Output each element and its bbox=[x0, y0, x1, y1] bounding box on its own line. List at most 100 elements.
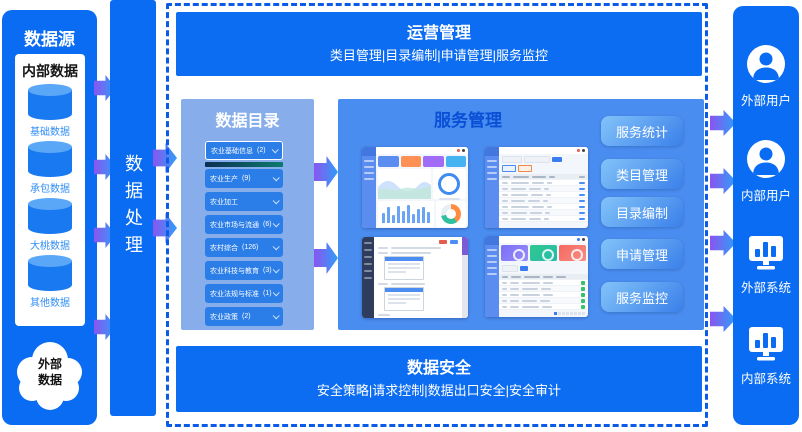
category-management-button[interactable]: 类目管理 bbox=[601, 159, 683, 189]
operation-management-title: 运营管理 bbox=[406, 25, 471, 42]
consumer-label: 内部用户 bbox=[740, 189, 791, 204]
chevron-down-icon bbox=[272, 243, 280, 251]
catalog-item[interactable]: 农业加工 bbox=[205, 192, 283, 211]
database-item: 大桃数据 bbox=[15, 198, 85, 252]
catalog-item[interactable]: 农业政策 (2) bbox=[205, 307, 283, 326]
data-catalog-title: 数据目录 bbox=[215, 113, 280, 130]
system-monitor-icon bbox=[748, 235, 783, 270]
dashboard-screenshot bbox=[362, 147, 468, 228]
database-cylinder-icon bbox=[28, 255, 72, 291]
data-processing-column: 数据处理 bbox=[110, 0, 156, 416]
catalog-item[interactable]: 农业基础信息 (2) bbox=[205, 141, 283, 160]
table-screenshot bbox=[485, 147, 588, 228]
catalog-item-label: 农业基础信息 bbox=[211, 147, 253, 155]
catalog-item[interactable]: 农业市场与流通 (6) bbox=[205, 215, 283, 234]
data-source-title: 数据源 bbox=[24, 30, 75, 49]
service-button-label: 类目管理 bbox=[615, 167, 668, 183]
chevron-down-icon bbox=[272, 197, 280, 205]
service-management-title: 服务管理 bbox=[434, 111, 502, 130]
catalog-item[interactable]: 农业法规与标准 (1) bbox=[205, 284, 283, 303]
chevron-down-icon bbox=[272, 220, 280, 228]
service-management-panel: 服务管理 bbox=[338, 99, 704, 330]
screenshot-sidebar bbox=[362, 237, 374, 318]
database-item: 基础数据 bbox=[15, 84, 85, 138]
catalog-item-count: (126) bbox=[242, 244, 259, 251]
service-stats-button[interactable]: 服务统计 bbox=[601, 116, 683, 146]
chevron-down-icon bbox=[272, 174, 280, 182]
user-icon bbox=[746, 140, 785, 179]
catalog-item-label: 农业政策 bbox=[210, 313, 238, 321]
screenshot-sidebar bbox=[485, 236, 499, 317]
catalog-item-label: 农业科技与教育 bbox=[210, 267, 259, 275]
consumer-item: 外部系统 bbox=[741, 235, 791, 296]
database-label: 大桃数据 bbox=[30, 241, 70, 252]
cloud-icon bbox=[17, 342, 82, 410]
gauge-ring bbox=[432, 169, 466, 200]
form-screenshot bbox=[362, 237, 468, 318]
catalog-item-count: (2) bbox=[257, 147, 266, 154]
system-monitor-icon bbox=[748, 326, 783, 361]
screenshot-sidebar bbox=[362, 147, 376, 228]
catalog-list: 农业基础信息 (2) 农业生产 (9) 农业加工 农业市场与流通 (6) bbox=[205, 141, 283, 330]
screenshot-sidebar bbox=[485, 147, 499, 228]
wave-chart bbox=[378, 169, 431, 199]
operation-management-bar: 运营管理 类目管理|目录编制|申请管理|服务监控 bbox=[176, 12, 702, 76]
service-monitor-button[interactable]: 服务监控 bbox=[601, 282, 683, 312]
catalog-item-count: (6) bbox=[263, 221, 272, 228]
stat-cards bbox=[378, 156, 466, 167]
catalog-item[interactable]: 农业科技与教育 (3) bbox=[205, 261, 283, 280]
chevron-down-icon bbox=[272, 289, 280, 297]
catalog-item[interactable]: 农业生产 (9) bbox=[205, 169, 283, 188]
catalog-item-count: (1) bbox=[263, 290, 272, 297]
database-item: 其他数据 bbox=[15, 255, 85, 309]
database-cylinder-icon bbox=[28, 141, 72, 177]
chevron-down-icon bbox=[271, 146, 279, 154]
catalog-item-label: 农业法规与标准 bbox=[210, 290, 259, 298]
service-button-label: 服务监控 bbox=[615, 290, 668, 306]
catalog-item-label: 农业市场与流通 bbox=[210, 221, 259, 229]
data-security-subtitle: 安全策略|请求控制|数据出口安全|安全审计 bbox=[316, 383, 562, 398]
data-catalog-panel: 数据目录 农业基础信息 (2) 农业生产 (9) 农业加工 农业市场与流通 (6… bbox=[181, 99, 314, 330]
catalog-item-label: 农业加工 bbox=[210, 198, 238, 206]
database-label: 承包数据 bbox=[30, 184, 70, 195]
catalog-item-count: (3) bbox=[263, 267, 272, 274]
database-item: 承包数据 bbox=[15, 141, 85, 195]
consumer-item: 内部用户 bbox=[741, 139, 791, 204]
catalog-item[interactable]: 农村综合 (126) bbox=[205, 238, 283, 257]
catalog-compile-button[interactable]: 目录编制 bbox=[601, 197, 683, 227]
internal-data-box: 内部数据 基础数据 承包数据 大桃数据 其他数据 bbox=[15, 54, 85, 326]
consumer-item: 外部用户 bbox=[741, 44, 791, 109]
monitor-screenshot bbox=[485, 236, 588, 317]
data-processing-label: 数据处理 bbox=[123, 154, 143, 262]
bar-chart bbox=[378, 201, 434, 227]
service-button-label: 申请管理 bbox=[615, 247, 668, 263]
donut-chart bbox=[436, 201, 466, 227]
service-button-label: 目录编制 bbox=[615, 205, 668, 221]
catalog-item-count: (2) bbox=[242, 313, 251, 320]
user-icon bbox=[746, 45, 785, 84]
catalog-item-label: 农业生产 bbox=[210, 175, 238, 183]
external-data-label: 外部 数据 bbox=[37, 357, 62, 387]
chevron-down-icon bbox=[272, 266, 280, 274]
application-management-button[interactable]: 申请管理 bbox=[601, 239, 683, 269]
database-label: 其他数据 bbox=[30, 298, 70, 309]
database-cylinder-icon bbox=[28, 84, 72, 120]
consumers-panel: 外部用户 内部用户 bbox=[733, 6, 799, 425]
platform-dashed-frame bbox=[166, 3, 708, 427]
external-data-cloud: 外部 数据 bbox=[10, 332, 90, 420]
screenshot-scrollbar bbox=[462, 237, 468, 318]
catalog-expanded-strip bbox=[205, 162, 283, 167]
consumer-label: 内部系统 bbox=[740, 371, 791, 386]
consumer-label: 外部系统 bbox=[740, 280, 791, 295]
data-security-bar: 数据安全 安全策略|请求控制|数据出口安全|安全审计 bbox=[176, 346, 702, 412]
database-label: 基础数据 bbox=[30, 127, 70, 138]
consumer-item: 内部系统 bbox=[741, 326, 791, 387]
catalog-item-label: 农村综合 bbox=[210, 244, 238, 252]
consumer-label: 外部用户 bbox=[740, 94, 791, 109]
database-cylinder-icon bbox=[28, 198, 72, 234]
service-button-label: 服务统计 bbox=[615, 124, 668, 140]
chevron-down-icon bbox=[272, 312, 280, 320]
catalog-item-count: (9) bbox=[242, 175, 251, 182]
internal-data-title: 内部数据 bbox=[22, 63, 78, 79]
embedded-thumbnail bbox=[384, 287, 424, 311]
